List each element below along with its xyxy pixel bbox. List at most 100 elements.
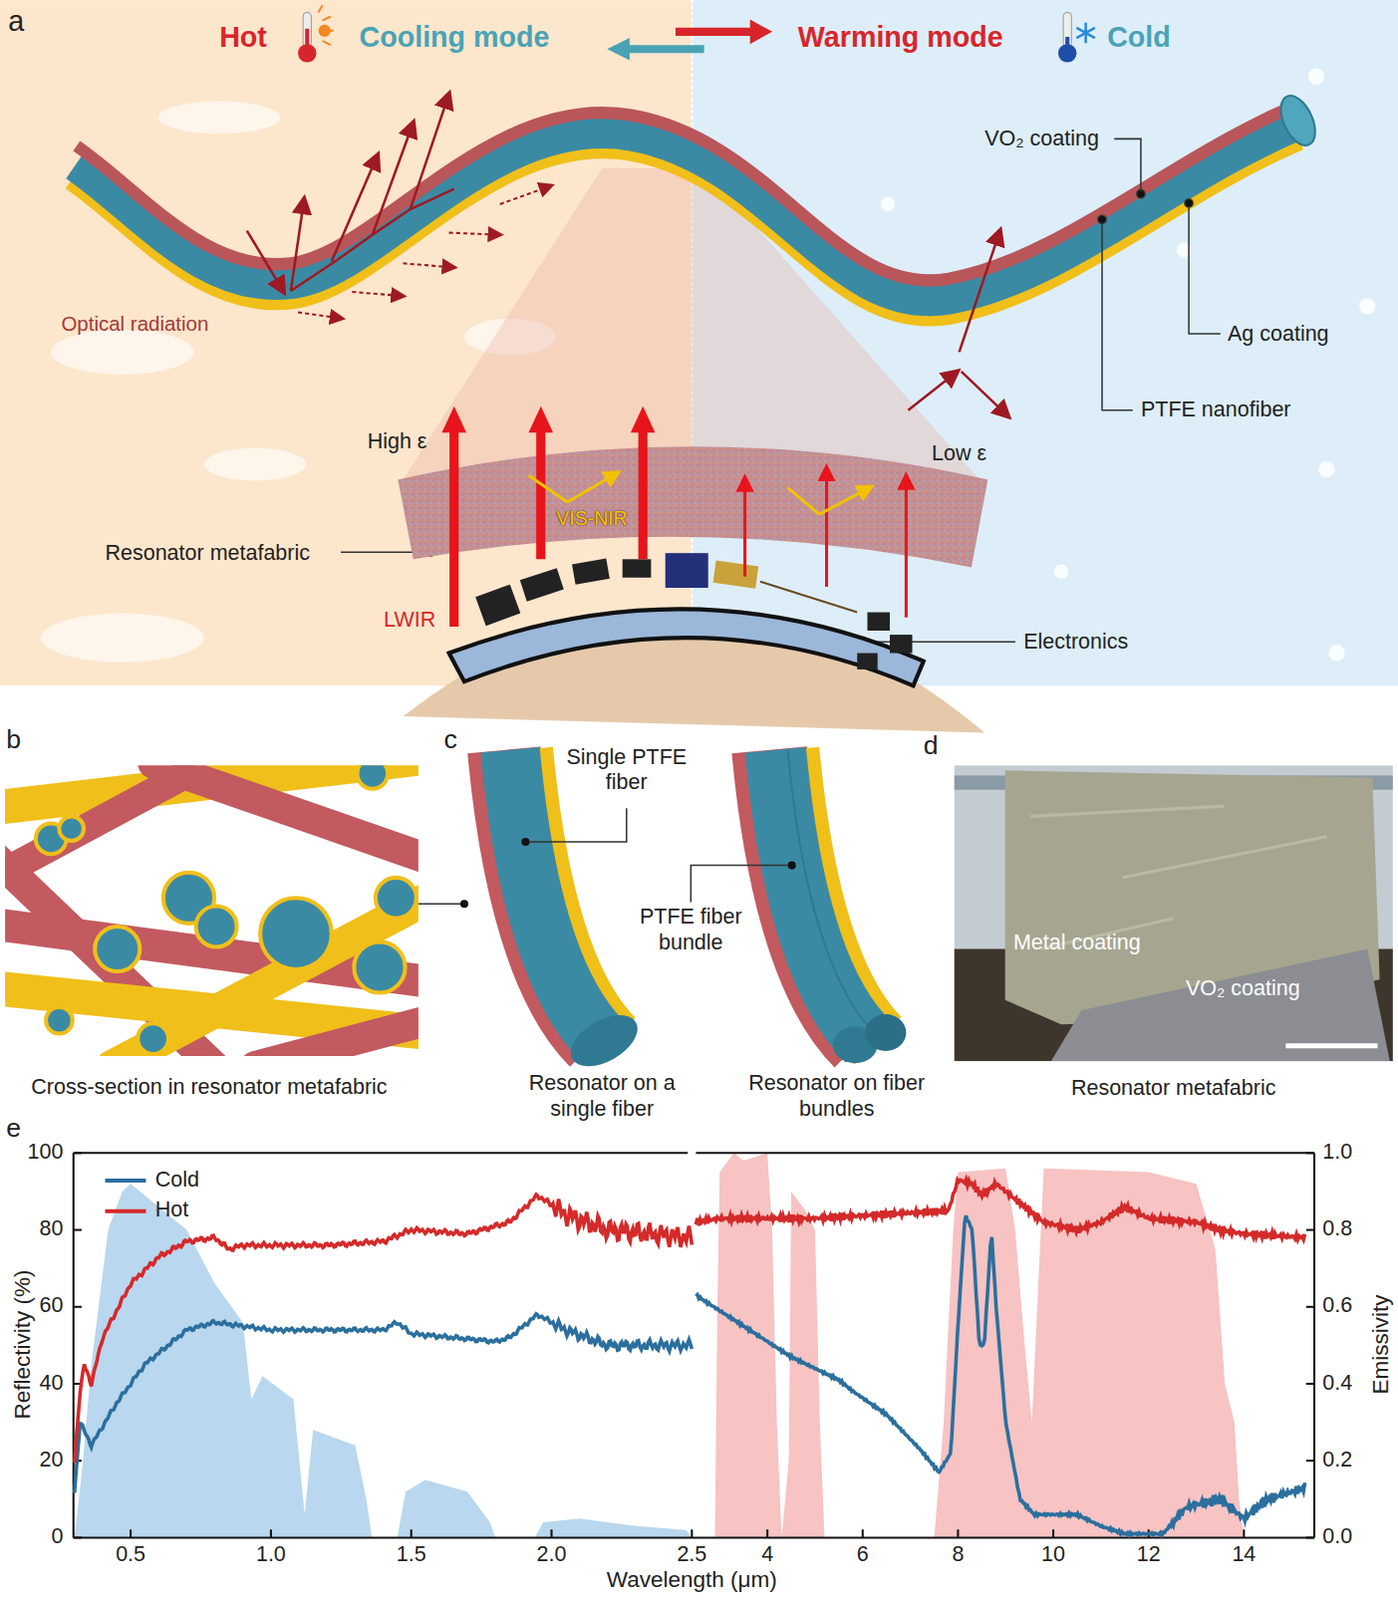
leader-lines <box>1098 215 1107 224</box>
axis-label: 14 <box>1231 1542 1256 1569</box>
figure-label: a <box>7 3 24 38</box>
skin-and-electronics <box>713 560 760 589</box>
leader-lines <box>1114 138 1141 190</box>
legend-text: Cold <box>155 1167 200 1194</box>
axis-label: 1.0 <box>1322 1139 1353 1166</box>
panel-b-cross-section <box>260 897 332 970</box>
fiber-illustration <box>76 90 1323 307</box>
panel-a-background <box>1318 461 1335 478</box>
emission-arrows <box>441 406 467 434</box>
radiation-arrows <box>907 371 957 411</box>
panel-c-fibers <box>530 808 627 842</box>
thermometer-icons <box>1065 36 1070 49</box>
panel-b-cross-section <box>4 765 419 1057</box>
chart-frame <box>73 1151 689 1154</box>
radiation-arrows <box>247 231 284 292</box>
panel-caption: Cross-section in resonator metafabric <box>4 1075 414 1102</box>
chart-ticks <box>1306 1459 1315 1462</box>
radiation-arrows <box>247 93 1009 417</box>
figure-label: Cold <box>1107 19 1171 54</box>
thermometer-icons <box>318 4 334 45</box>
part-label: PTFE fiber bundle <box>624 904 758 957</box>
radiation-arrows <box>959 231 1001 353</box>
skin-and-electronics <box>665 553 709 588</box>
figure-label: Hot <box>219 19 268 54</box>
part-label: Metal coating <box>1013 930 1141 957</box>
chart-ticks <box>73 1151 82 1154</box>
chart-ticks <box>1306 1151 1315 1154</box>
chart-curves <box>74 1194 693 1463</box>
axis-label: 0 <box>51 1524 64 1551</box>
chart-ticks <box>410 1529 413 1538</box>
emission-arrows <box>449 428 459 627</box>
axis-label: 2.5 <box>676 1542 707 1569</box>
figure-label: Resonator metafabric <box>104 541 310 567</box>
leader-lines <box>1184 199 1193 208</box>
light-cone <box>403 168 981 480</box>
emission-arrows <box>638 428 648 560</box>
panel-a-background <box>50 329 194 375</box>
radiation-arrows <box>290 199 304 291</box>
chart-ticks <box>73 1306 82 1309</box>
axis-label: 6 <box>856 1542 869 1569</box>
skin-and-electronics <box>866 612 890 631</box>
panel-a-background <box>1359 297 1376 314</box>
axis-label: Emissivity <box>1366 1295 1394 1396</box>
axis-label: Wavelength (μm) <box>606 1566 778 1594</box>
panel-b-cross-section <box>94 926 140 972</box>
radiation-arrows <box>297 311 342 318</box>
panel-b-cross-section <box>45 1007 73 1035</box>
panel-caption: Resonator on a single fiber <box>510 1071 694 1123</box>
figure-label: VIS-NIR <box>556 507 627 531</box>
leader-lines <box>1102 223 1133 410</box>
radiation-arrows <box>410 189 455 210</box>
thermometer-icons <box>1076 22 1095 43</box>
figure-label: Optical radiation <box>60 311 209 337</box>
panel-b-cross-section <box>196 906 238 948</box>
leader-lines <box>864 640 1016 643</box>
axis-label: 100 <box>27 1139 64 1166</box>
chart-frame <box>1313 1152 1316 1538</box>
panel-c-fibers <box>504 750 906 1078</box>
panel-d-photo <box>954 765 1394 1062</box>
emission-arrows <box>904 477 908 617</box>
axis-label: 10 <box>1041 1542 1066 1569</box>
figure-label: d <box>923 730 939 763</box>
emission-arrows <box>441 406 906 627</box>
chart-ticks <box>270 1529 273 1538</box>
radiation-arrows <box>372 122 414 236</box>
panel-b-cross-section <box>137 1023 169 1055</box>
legend-lines <box>104 1180 146 1212</box>
figure-label: Cooling mode <box>358 19 550 54</box>
skin-and-electronics <box>760 581 857 613</box>
thermometer-icons <box>304 28 309 49</box>
panel-a-background <box>158 101 281 135</box>
axis-label: 40 <box>39 1371 64 1398</box>
chart-ticks <box>550 1529 553 1538</box>
thermometer-icons <box>318 24 331 37</box>
figure-panel: Cross-section in resonator metafabric <box>4 765 419 1113</box>
chart-ticks <box>1052 1529 1055 1538</box>
chart-ticks <box>1306 1306 1315 1309</box>
radiation-arrows <box>500 185 552 204</box>
emission-arrows <box>630 406 656 434</box>
chart-curves <box>74 1314 693 1494</box>
emission-arrows <box>825 469 829 587</box>
panel-c-fibers <box>690 865 788 903</box>
figure-label: c <box>443 724 457 757</box>
legend-lines <box>104 1178 146 1183</box>
axis-label: 8 <box>951 1542 964 1569</box>
light-cone <box>403 168 981 480</box>
thermometer-icons <box>297 4 1096 62</box>
skin-and-electronics <box>403 553 986 733</box>
axis-label: 1.0 <box>256 1542 286 1569</box>
panel-a-background <box>1308 68 1325 85</box>
figure-label: Low ε <box>931 441 987 468</box>
radiation-arrows <box>449 233 501 236</box>
fiber-illustration <box>76 105 1297 281</box>
axis-label: 0.4 <box>1322 1371 1353 1398</box>
figure-label: Electronics <box>1023 629 1128 656</box>
panel-b-cross-section <box>58 816 84 841</box>
figure-label: PTFE nanofiber <box>1140 397 1292 424</box>
